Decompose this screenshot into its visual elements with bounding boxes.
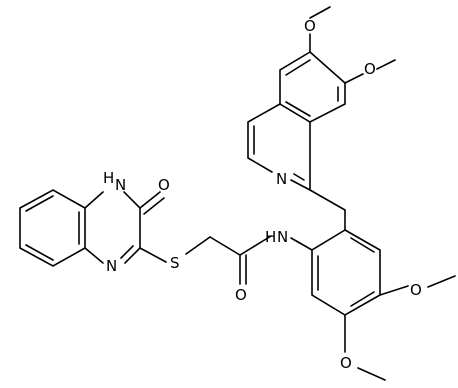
bonds: [19, 6, 456, 381]
atom-o-methoxy-4: O: [340, 354, 352, 372]
atom-n-amide: N: [277, 228, 288, 246]
atom-o-quinoxalinone: O: [158, 176, 170, 194]
atom-n-isoquinoline: N: [276, 170, 287, 188]
bond-o4-methyl: [357, 367, 386, 381]
atom-o-methoxy-1: O: [304, 17, 316, 35]
bond-carbonyl-ch2: [209, 236, 241, 256]
quinoxaline-benzo-double-2: [25, 244, 54, 261]
bond-methyl-1: [309, 6, 331, 19]
bond-o2-ring: [344, 73, 364, 84]
atom-h-quinoxaline: H: [103, 169, 114, 187]
atom-s-thioether: S: [170, 254, 180, 272]
bond-ring-o3: [379, 285, 409, 296]
atom-h-amide: H: [265, 228, 276, 246]
bond-ch2-1: [309, 189, 346, 211]
atom-labels: O O N H N O N S H N O O O: [103, 17, 422, 372]
quinoxaline-benzo-double-1: [25, 195, 54, 212]
atom-o-amide: O: [235, 286, 247, 304]
atom-o-methoxy-2: O: [364, 60, 376, 78]
isoquinoline-benzo-ring: [279, 51, 346, 123]
phenyl-ring: [311, 229, 381, 316]
atom-o-methoxy-3: O: [410, 281, 422, 299]
isoquinoline-pyridine-double-2: [293, 173, 305, 181]
pyrazinone-ring: [84, 191, 141, 264]
phenyl-double-1: [350, 237, 375, 253]
pyrazinone-double-cn: [120, 245, 134, 259]
atom-n-quinoxaline-h: N: [115, 176, 126, 194]
isoquinoline-benzo-double-1: [285, 59, 311, 76]
quinoxaline-benzo-ring: [19, 189, 86, 267]
phenyl-double-2: [350, 291, 375, 307]
bond-s-quinoxaline: [139, 247, 167, 263]
bond-o3-methyl: [427, 275, 456, 288]
bond-nh-carbonyl: [239, 235, 272, 256]
bond-ring-nh: [290, 237, 313, 251]
bond-ch2-s: [185, 236, 211, 255]
isoquinoline-benzo-double-3: [285, 101, 311, 117]
atom-n-quinoxaline: N: [106, 257, 117, 275]
bond-c-o-quinoxaline: [139, 191, 161, 209]
bond-methyl-2: [376, 59, 396, 70]
bond-c-o-quinoxaline-double: [143, 197, 165, 215]
